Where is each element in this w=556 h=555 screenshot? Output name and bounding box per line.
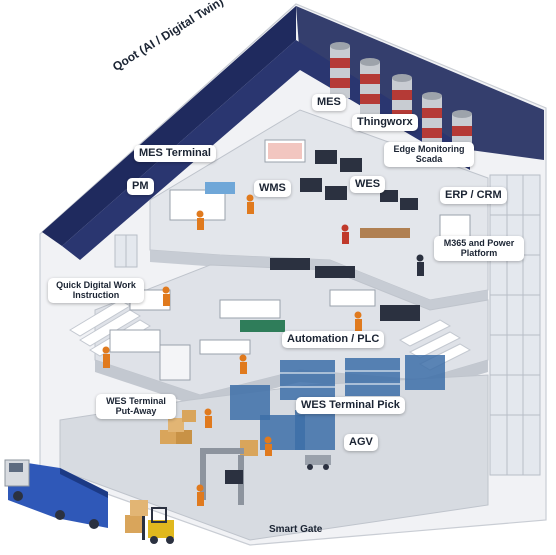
forklift (142, 507, 174, 544)
delivery-truck (4, 459, 108, 529)
storage-racks (230, 355, 445, 450)
label-erp-crm: ERP / CRM (440, 187, 507, 204)
workers (102, 194, 424, 506)
office-workstations (169, 139, 471, 246)
roof-right-band (296, 6, 544, 160)
label-m365: M365 and Power Platform (434, 236, 524, 261)
chimney-group (330, 42, 472, 164)
roof-left-band (42, 6, 296, 246)
label-automation-plc: Automation / PLC (282, 331, 385, 348)
upper-left-window (114, 234, 138, 268)
label-wes-put-away: WES Terminal Put-Away (96, 394, 176, 419)
label-quick-digital: Quick Digital Work Instruction (48, 278, 144, 303)
agv-robot (305, 455, 331, 470)
label-mes: MES (312, 94, 346, 111)
label-thingworx: Thingworx (352, 114, 418, 131)
top-floor-edge (150, 250, 488, 312)
glass-window-wall (489, 174, 541, 476)
label-wes-pick: WES Terminal Pick (296, 397, 405, 414)
production-line (109, 258, 420, 381)
label-mes-terminal: MES Terminal (134, 145, 216, 162)
chimney (330, 42, 350, 98)
cargo-boxes (125, 410, 258, 533)
label-agv: AGV (344, 434, 378, 451)
label-smart-gate: Smart Gate (269, 524, 323, 535)
label-pm: PM (127, 178, 154, 195)
label-wes: WES (350, 176, 386, 193)
smart-gate-structure (200, 448, 244, 505)
label-edge-monitoring: Edge Monitoring Scada (384, 142, 474, 167)
chimney (422, 92, 442, 146)
chimney (360, 58, 380, 114)
label-wms: WMS (254, 180, 291, 197)
